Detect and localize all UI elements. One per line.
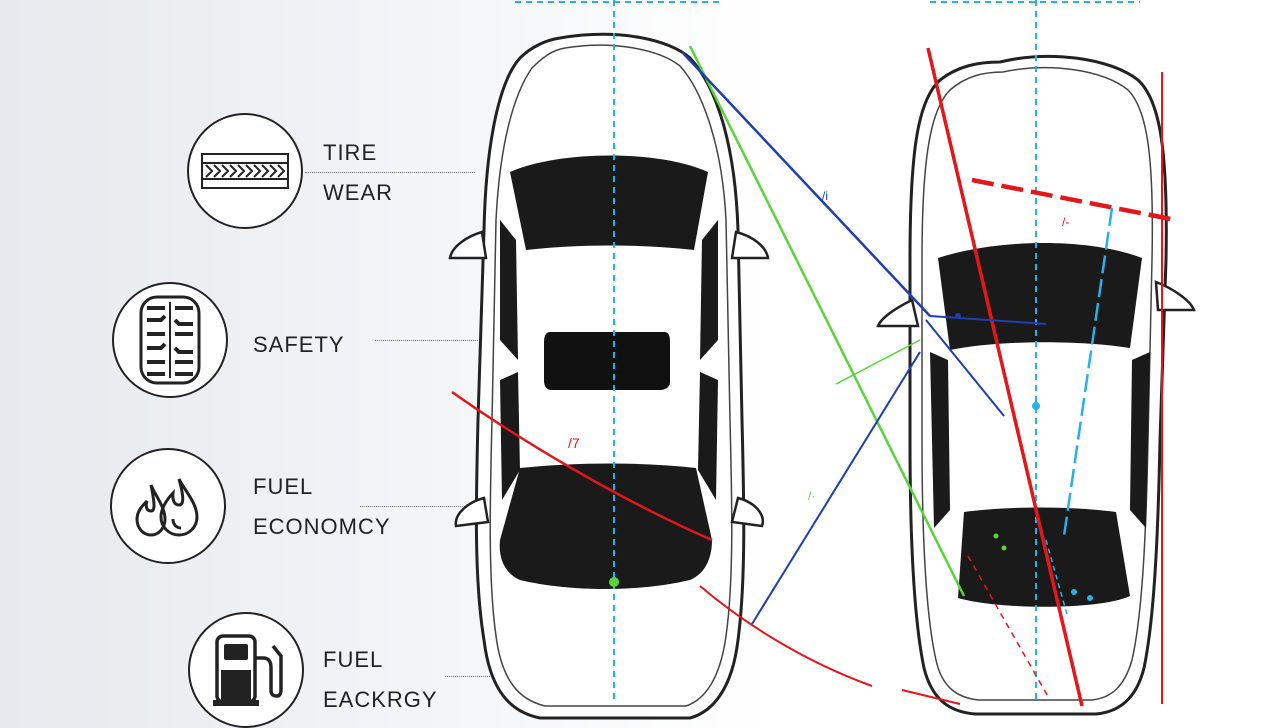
cyan-angled-line bbox=[1062, 207, 1114, 537]
left-car-side-window-right-front bbox=[700, 220, 718, 360]
left-car-side-window-left-rear bbox=[500, 372, 520, 500]
right-car-mirror-left bbox=[876, 298, 920, 328]
right-car-windshield bbox=[938, 243, 1142, 350]
annotation-mark-3: /· bbox=[808, 489, 815, 503]
red-dashed-rear bbox=[967, 555, 1051, 701]
left-car-center-marker bbox=[609, 577, 619, 587]
tire-wear-label-line-2: WEAR bbox=[323, 180, 393, 205]
right-car bbox=[876, 0, 1196, 716]
red-curve-lower bbox=[699, 585, 873, 687]
red-dashed-axle-line bbox=[971, 177, 1177, 223]
fuel-eacrgy-label-line-1: FUEL bbox=[323, 647, 384, 672]
left-car-mirror-right bbox=[730, 230, 770, 260]
tire-wear-icon-circle bbox=[187, 113, 303, 229]
tire-wear-label: TIRE WEAR bbox=[323, 133, 393, 213]
blue-line-lower bbox=[925, 319, 1005, 417]
annotation-mark-4: /- bbox=[1062, 215, 1069, 229]
fuel-eacrgy-label-line-2: EACKRGY bbox=[323, 687, 438, 712]
blue-line-descending bbox=[751, 351, 921, 625]
fuel-economy-icon-circle bbox=[110, 448, 226, 564]
safety-label-line-1: SAFETY bbox=[253, 332, 345, 357]
right-car-rear-window bbox=[958, 507, 1130, 607]
safety-label: SAFETY bbox=[253, 325, 345, 365]
fuel-economy-label-line-1: FUEL bbox=[253, 474, 314, 499]
right-car-center-marker bbox=[1032, 402, 1040, 410]
fuel-economy-label-line-2: ECONOMCY bbox=[253, 514, 391, 539]
safety-leader bbox=[375, 340, 490, 341]
fuel-drops-icon bbox=[135, 478, 199, 537]
right-car-side-window-right bbox=[1130, 352, 1150, 528]
annotation-dot-1 bbox=[1071, 589, 1077, 595]
red-curve-left-car bbox=[451, 390, 713, 542]
tire-tread-icon bbox=[201, 153, 289, 189]
annotation-dot-5 bbox=[955, 313, 961, 319]
fuel-eacrgy-label: FUEL EACKRGY bbox=[323, 640, 438, 720]
left-car-sunroof bbox=[544, 332, 670, 390]
left-car bbox=[448, 0, 770, 720]
right-car-body bbox=[908, 54, 1168, 716]
right-car-side-window-left bbox=[930, 352, 950, 528]
annotation-dot-3 bbox=[993, 533, 999, 539]
annotation-dot-2 bbox=[1087, 595, 1093, 601]
left-car-mirror-left bbox=[448, 230, 488, 260]
green-short-line bbox=[835, 339, 921, 385]
right-car-body-inner-line bbox=[921, 67, 1154, 701]
tire-icon bbox=[139, 295, 201, 385]
left-car-rear-mirror-left bbox=[454, 496, 490, 528]
tire-wear-label-line-1: TIRE bbox=[323, 140, 378, 165]
left-car-side-window-left-front bbox=[500, 220, 518, 360]
tire-wear-leader bbox=[305, 172, 475, 173]
blue-diagonal-line bbox=[681, 51, 931, 317]
fuel-economy-leader bbox=[360, 506, 475, 507]
annotation-mark-1: /i bbox=[822, 189, 828, 203]
annotation-mark-2: /7 bbox=[568, 435, 580, 451]
fuel-pump-icon bbox=[213, 634, 283, 706]
left-car-windshield bbox=[510, 155, 708, 250]
cyan-rear-dashed-line bbox=[1045, 539, 1069, 619]
safety-icon-circle bbox=[112, 282, 228, 398]
fuel-economy-label: FUEL ECONOMCY bbox=[253, 467, 391, 547]
left-car-rear-mirror-right bbox=[730, 496, 765, 528]
red-line-bottom bbox=[901, 689, 961, 705]
red-angle-line-right-car bbox=[926, 47, 1084, 707]
blue-line-to-center bbox=[929, 315, 1047, 325]
fuel-eacrgy-icon-circle bbox=[188, 612, 304, 728]
left-car-rear-window bbox=[499, 463, 712, 589]
annotation-dot-4 bbox=[1001, 545, 1007, 551]
left-car-body-inner-line bbox=[489, 44, 733, 707]
left-car-side-window-right-rear bbox=[698, 372, 718, 500]
green-diagonal-line bbox=[688, 45, 966, 597]
